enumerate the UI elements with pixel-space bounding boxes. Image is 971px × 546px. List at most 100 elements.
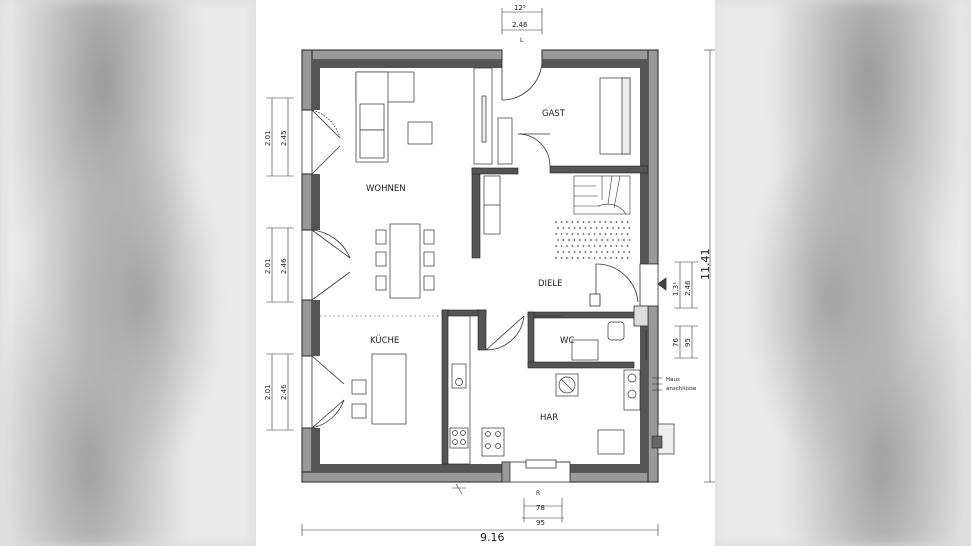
wall-right-1 — [647, 49, 659, 265]
stair-dot — [593, 233, 596, 235]
stair-dot — [595, 251, 598, 253]
wall-living-hall — [471, 167, 481, 259]
stair-dot — [595, 239, 598, 241]
uhob-4 — [495, 443, 501, 449]
stair-dot — [557, 227, 559, 229]
wall-top-right-inner — [542, 60, 648, 68]
wall-bottom-left-inner — [312, 464, 502, 472]
window-swing-2-arc — [311, 229, 351, 259]
stair-dot — [604, 221, 607, 223]
stair-dot — [560, 245, 563, 247]
door-top — [501, 50, 543, 101]
door-utility-leaf — [485, 315, 525, 351]
coffee-table — [407, 121, 433, 145]
stair-dot — [599, 233, 601, 235]
stair-dot — [628, 251, 631, 253]
stair-dot — [610, 257, 612, 259]
utility-counter — [481, 427, 505, 457]
stair-dot — [582, 221, 585, 223]
stair-dot — [571, 233, 574, 235]
hob-3 — [452, 439, 458, 445]
utility-label-1: Haus — [666, 377, 680, 383]
stair-dot — [601, 227, 603, 229]
stair-dot — [573, 251, 576, 253]
rack-c1 — [627, 373, 637, 383]
sofa-cushion-2 — [359, 129, 385, 159]
room-label-kueche: KÜCHE — [370, 335, 399, 346]
stair-dot — [593, 245, 596, 247]
dim-left-w3-a: 2.01 — [264, 384, 272, 400]
furniture — [351, 67, 675, 465]
kitchen-sink-drain — [455, 378, 463, 386]
dim-left-w2-b: 2.46 — [280, 258, 288, 274]
wall-right-2 — [647, 305, 659, 483]
dim-bottom-b-text: 95 — [536, 519, 545, 527]
kitchen-hob — [449, 427, 469, 449]
stair-dot — [584, 251, 587, 253]
stair-dot — [623, 239, 625, 241]
stair-dot — [566, 233, 568, 235]
wall-hall-utility — [477, 309, 487, 351]
uhob-2 — [495, 431, 501, 437]
stair-dot — [621, 221, 623, 223]
stair-dot — [566, 257, 568, 259]
stair-dot — [595, 227, 598, 229]
entry-arrow-icon — [657, 277, 667, 291]
stair-dot — [568, 251, 570, 253]
dim-left-w2-a: 2.01 — [264, 258, 272, 274]
stair-dot — [555, 257, 557, 259]
dim-total-depth: 11.41 — [699, 249, 712, 281]
stair-dot — [588, 245, 590, 247]
wall-bottom-right-inner — [570, 464, 648, 472]
stair-dot — [560, 233, 563, 235]
stair-dot — [555, 221, 557, 223]
stair-dot — [571, 257, 574, 259]
dim-left-w1-b: 2.45 — [280, 130, 288, 146]
stair-dot — [610, 233, 612, 235]
stool-1 — [351, 379, 367, 395]
stair-dot — [617, 227, 620, 229]
stair-dot — [606, 251, 609, 253]
dim-top-mark: L — [520, 37, 524, 44]
wall-living-hall-top — [471, 167, 519, 175]
bottom-left-mark — [452, 483, 466, 495]
stair-dot — [566, 221, 568, 223]
stair-dot — [557, 251, 559, 253]
stair-dot — [615, 257, 618, 259]
wall-top-left — [301, 49, 503, 61]
utility-box — [597, 429, 625, 455]
stair-dot — [588, 233, 590, 235]
wall-left-1 — [301, 49, 313, 111]
windows-left — [301, 109, 351, 429]
wall-bottom-left — [301, 471, 503, 483]
window-swing-1-arc-a — [311, 109, 341, 139]
stair-dot — [568, 227, 570, 229]
kitchen-counter — [447, 315, 471, 465]
stairs-curve — [597, 203, 627, 215]
dim-right-door-a-text: 1.3¹ — [672, 282, 680, 296]
stair-dot — [601, 251, 603, 253]
window-swing-1 — [311, 109, 341, 175]
dim-left-w1-a: 2.01 — [264, 130, 272, 146]
door-entry-arc — [595, 263, 639, 303]
door-utility-arc — [485, 315, 525, 351]
stair-dot — [562, 251, 565, 253]
dim-left-w3-b: 2.46 — [280, 384, 288, 400]
stair-dot — [557, 239, 559, 241]
entry-opening — [633, 263, 667, 360]
stair-dot — [628, 239, 631, 241]
wall-left-3-inner — [312, 300, 320, 356]
window-swing-3-arc — [311, 399, 345, 429]
uhob-1 — [485, 431, 491, 437]
stair-dot — [588, 257, 590, 259]
rack-c2 — [627, 389, 637, 399]
stair-dot — [579, 239, 581, 241]
stair-dot — [604, 245, 607, 247]
stair-dot — [582, 245, 585, 247]
uhob-3 — [485, 443, 491, 449]
window-swing-2 — [311, 229, 351, 301]
hob-4 — [460, 439, 466, 445]
stair-dot — [606, 227, 609, 229]
stair-dot — [623, 251, 625, 253]
stairs-steps — [574, 175, 621, 209]
